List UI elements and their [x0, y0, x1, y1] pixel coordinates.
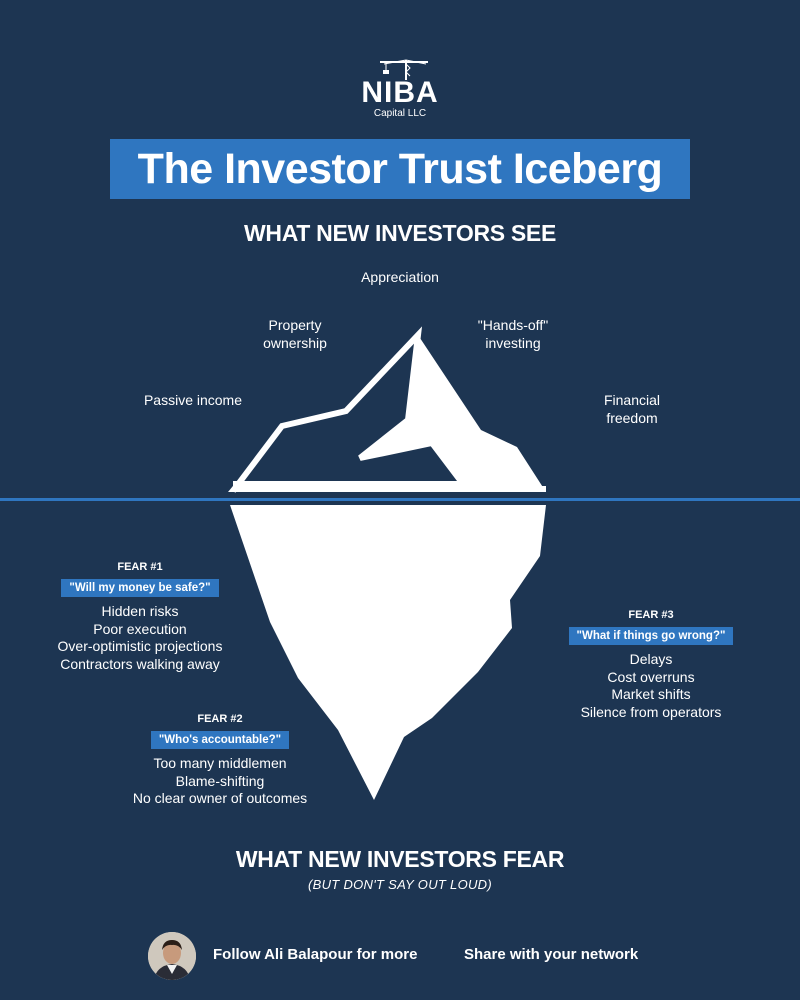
title-banner: The Investor Trust Iceberg [110, 139, 690, 199]
fear-heading: WHAT NEW INVESTORS FEAR [235, 846, 565, 872]
fear-1-item: Poor execution [93, 620, 187, 637]
see-heading: WHAT NEW INVESTORS SEE [243, 220, 557, 246]
logo-subtitle: Capital LLC [373, 108, 427, 119]
label-handsoff-line1: "Hands-off" [477, 317, 549, 333]
iceberg-tip-base [228, 486, 546, 492]
fear-2-item: Blame-shifting [175, 772, 265, 789]
label-hands-off: "Hands-off" investing [453, 316, 573, 352]
fear-subheading: (BUT DON'T SAY OUT LOUD) [308, 877, 492, 892]
fear-3-item: Silence from operators [580, 703, 722, 720]
label-financial-freedom: Financial freedom [572, 391, 692, 427]
fear-2-number: FEAR #2 [197, 713, 243, 725]
fear-2-item: No clear owner of outcomes [132, 790, 308, 806]
waterline [0, 498, 800, 501]
follow-link[interactable]: Follow Ali Balapour for more [213, 946, 418, 963]
label-appreciation: Appreciation [340, 268, 460, 286]
fear-1-number: FEAR #1 [117, 561, 163, 573]
logo-wordmark: NIBA [361, 76, 439, 109]
label-property-line2: ownership [263, 335, 327, 351]
fear-1-item: Hidden risks [101, 603, 179, 619]
person-icon [148, 932, 196, 980]
brand-logo: NIBA Capital LLC [340, 58, 460, 126]
fear-3-number: FEAR #3 [628, 609, 674, 621]
label-appreciation-text: Appreciation [361, 269, 439, 285]
fear-2-item: Too many middlemen [153, 755, 287, 771]
fear-3: FEAR #3 "What if things go wrong?" Delay… [541, 608, 761, 721]
iceberg-underwater [230, 505, 546, 800]
fear-3-question: "What if things go wrong?" [568, 627, 734, 645]
fear-1: FEAR #1 "Will my money be safe?" Hidden … [30, 560, 250, 673]
label-financial-line2: freedom [606, 410, 658, 426]
fear-2-question: "Who's accountable?" [150, 731, 290, 749]
fear-1-question: "Will my money be safe?" [61, 579, 219, 597]
label-property-line1: Property [268, 317, 322, 333]
label-handsoff-line2: investing [485, 335, 541, 351]
share-link[interactable]: Share with your network [464, 946, 639, 963]
fear-1-item: Over-optimistic projections [57, 638, 223, 654]
fear-3-item: Delays [629, 651, 673, 667]
avatar[interactable] [148, 932, 196, 980]
fear-3-item: Market shifts [611, 686, 691, 702]
fear-1-item: Contractors walking away [60, 655, 220, 672]
label-passive-income: Passive income [128, 391, 258, 409]
iceberg-tip-face [360, 335, 546, 492]
fear-2: FEAR #2 "Who's accountable?" Too many mi… [110, 712, 330, 808]
label-passive-text: Passive income [143, 392, 243, 408]
crane-icon [380, 59, 428, 80]
label-property-ownership: Property ownership [235, 316, 355, 352]
fear-3-item: Cost overruns [607, 668, 695, 685]
page-title: The Investor Trust Iceberg [137, 144, 663, 193]
label-financial-line1: Financial [603, 392, 661, 408]
